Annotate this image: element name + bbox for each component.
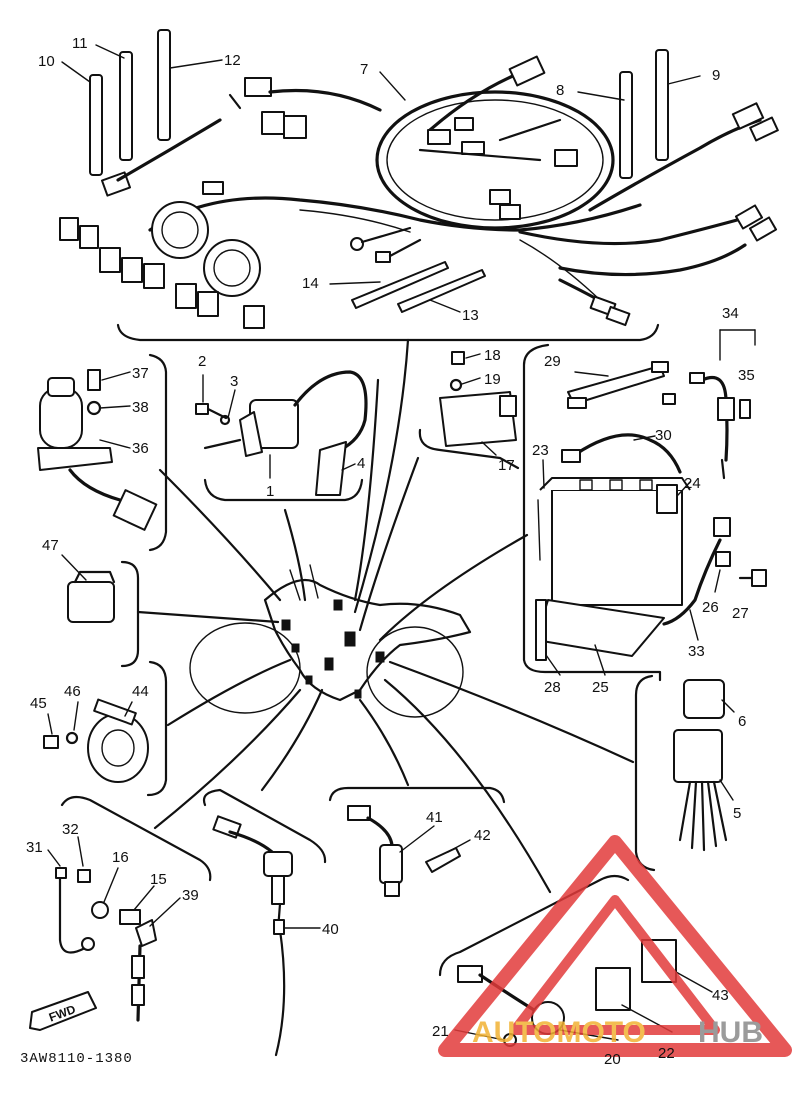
label-22: 22 — [658, 1045, 675, 1062]
horn-group — [43, 660, 168, 797]
label-26: 26 — [702, 599, 719, 616]
regulator-group — [418, 351, 520, 470]
label-23: 23 — [532, 442, 549, 459]
watermark-logo: AUTOMOTO HUB — [438, 835, 792, 1057]
watermark-text-b: HUB — [698, 1016, 763, 1049]
label-29: 29 — [544, 353, 561, 370]
label-25: 25 — [592, 679, 609, 696]
label-45: 45 — [30, 695, 47, 712]
label-5: 5 — [733, 805, 741, 822]
label-36: 36 — [132, 440, 149, 457]
label-21: 21 — [432, 1023, 449, 1040]
sensor-40-group — [202, 788, 327, 1057]
label-4: 4 — [357, 455, 365, 472]
battery-group — [522, 329, 767, 682]
label-11: 11 — [72, 35, 88, 52]
label-18: 18 — [484, 347, 501, 364]
ignition-coil-group — [195, 370, 368, 502]
label-8: 8 — [556, 82, 564, 99]
label-9: 9 — [712, 67, 720, 84]
label-37: 37 — [132, 365, 149, 382]
label-42: 42 — [474, 827, 491, 844]
relay-47 — [61, 554, 140, 668]
neutral-switch-group — [29, 795, 212, 1031]
label-12: 12 — [224, 52, 241, 69]
label-28: 28 — [544, 679, 561, 696]
flasher-relay-group — [634, 674, 735, 872]
label-30: 30 — [655, 427, 672, 444]
diagram-code: 3AW8110-1380 — [20, 1051, 133, 1067]
label-33: 33 — [688, 643, 705, 660]
label-35: 35 — [738, 367, 755, 384]
wire-harness — [59, 29, 779, 342]
label-17: 17 — [498, 457, 515, 474]
label-3: 3 — [230, 373, 238, 390]
label-31: 31 — [26, 839, 43, 856]
main-switch-group — [37, 353, 168, 552]
label-1: 1 — [266, 483, 274, 500]
label-44: 44 — [132, 683, 149, 700]
switch-41-group — [328, 786, 506, 897]
label-13: 13 — [462, 307, 479, 324]
label-20: 20 — [604, 1051, 621, 1068]
label-34: 34 — [722, 305, 739, 322]
label-27: 27 — [732, 605, 749, 622]
label-10: 10 — [38, 53, 55, 70]
label-41: 41 — [426, 809, 443, 826]
label-15: 15 — [150, 871, 167, 888]
frame-silhouette — [189, 564, 472, 718]
watermark-text-a: AUTOMOTO — [472, 1016, 646, 1049]
leader-lines — [136, 338, 635, 894]
label-39: 39 — [182, 887, 199, 904]
label-38: 38 — [132, 399, 149, 416]
label-24: 24 — [684, 475, 701, 492]
fwd-arrow-icon — [29, 991, 97, 1031]
label-16: 16 — [112, 849, 129, 866]
label-32: 32 — [62, 821, 79, 838]
part-labels: 10 11 12 7 8 9 14 13 37 38 36 2 3 4 1 18… — [20, 35, 755, 1068]
label-40: 40 — [322, 921, 339, 938]
label-43: 43 — [712, 987, 729, 1004]
label-19: 19 — [484, 371, 501, 388]
label-7: 7 — [360, 61, 368, 78]
label-47: 47 — [42, 537, 59, 554]
label-46: 46 — [64, 683, 81, 700]
label-14: 14 — [302, 275, 319, 292]
label-2: 2 — [198, 353, 206, 370]
label-6: 6 — [738, 713, 746, 730]
